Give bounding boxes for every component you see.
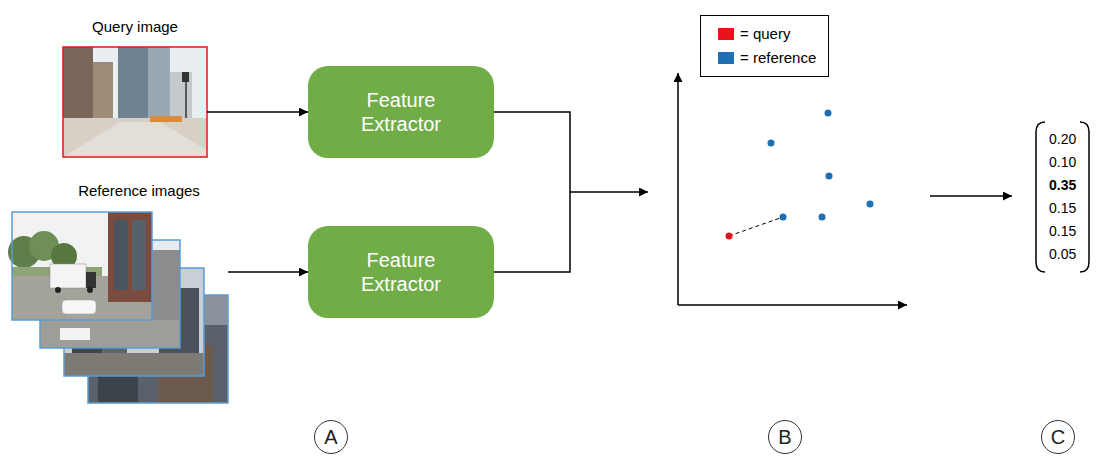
embedding-plot: [678, 304, 907, 306]
reference-photo: [86, 272, 96, 288]
panel-letter: C: [1041, 420, 1075, 454]
query-photo: [118, 47, 148, 120]
query-photo: [63, 122, 207, 157]
panel-letter-text: A: [324, 426, 337, 448]
panel-letter-text: B: [778, 426, 791, 448]
embedding-plot: [729, 217, 783, 236]
query-photo: [148, 47, 170, 118]
query-photo: [93, 62, 113, 122]
panel-heading: Reference images: [50, 182, 228, 200]
vector-value: 0.35: [1049, 176, 1076, 194]
reference-photo: [87, 287, 93, 293]
vector-value: 0.10: [1049, 153, 1076, 171]
vector-value: 0.15: [1049, 222, 1076, 240]
reference-photo: [8, 212, 152, 320]
reference-photo: [108, 212, 152, 302]
reference-photo: [132, 220, 146, 290]
embedding-plot: [825, 110, 832, 117]
query-photo: [63, 47, 207, 157]
vector-value: 0.05: [1049, 245, 1076, 263]
reference-photo: [55, 287, 61, 293]
embedding-plot: [826, 173, 833, 180]
merge-connector: [490, 112, 570, 272]
process-box: Feature Extractor: [308, 226, 494, 318]
reference-photo: [50, 264, 86, 288]
reference-photo: [62, 300, 96, 314]
embedding-plot: [726, 233, 733, 240]
query-photo: [63, 47, 207, 157]
legend-text: = reference: [740, 49, 816, 67]
legend-text: = query: [740, 25, 790, 43]
vector-value: 0.15: [1049, 199, 1076, 217]
reference-photo: [114, 220, 128, 290]
legend-box: = query = reference: [700, 15, 829, 77]
embedding-plot: [780, 214, 787, 221]
query-photo: [170, 72, 192, 120]
embedding-plot: [678, 73, 907, 305]
embedding-plot: [819, 214, 826, 221]
merge-connector: [570, 191, 648, 193]
panel-heading: Query image: [63, 18, 207, 36]
legend-row: = reference: [718, 46, 816, 70]
embedding-plot: [867, 201, 874, 208]
legend-row: = query: [718, 22, 816, 46]
embedding-plot: [768, 140, 775, 147]
box-label: Feature Extractor: [336, 248, 466, 296]
reference-photo: [12, 212, 152, 320]
arrow-connector: [207, 111, 308, 113]
query-photo: [63, 47, 93, 122]
vector-bracket: [1080, 122, 1089, 272]
vector-bracket: [1036, 122, 1089, 272]
query-photo: [150, 116, 182, 122]
reference-photo: [64, 353, 204, 376]
process-box: Feature Extractor: [308, 66, 494, 158]
output-arrow: [930, 196, 1012, 197]
output-arrow: [930, 195, 1012, 197]
panel-letter: A: [314, 420, 348, 454]
box-label: Feature Extractor: [336, 88, 466, 136]
vector-value: 0.20: [1049, 130, 1076, 148]
embedding-plot: [677, 73, 679, 305]
image-panel: Query image: [63, 18, 207, 157]
query-photo: [63, 118, 207, 157]
legend-swatch: [718, 52, 734, 64]
reference-photo: [40, 320, 180, 348]
query-photo: [63, 47, 207, 157]
legend-swatch: [718, 28, 734, 40]
panel-letter: B: [768, 420, 802, 454]
arrow-connector: [228, 271, 308, 273]
panel-letter-text: C: [1051, 426, 1065, 448]
merge-connector: [490, 112, 648, 272]
reference-photo: [60, 328, 90, 340]
reference-photo: [12, 212, 152, 320]
image-panel: Reference images: [10, 182, 228, 403]
query-photo: [182, 72, 189, 82]
vector-bracket: [1036, 122, 1045, 272]
